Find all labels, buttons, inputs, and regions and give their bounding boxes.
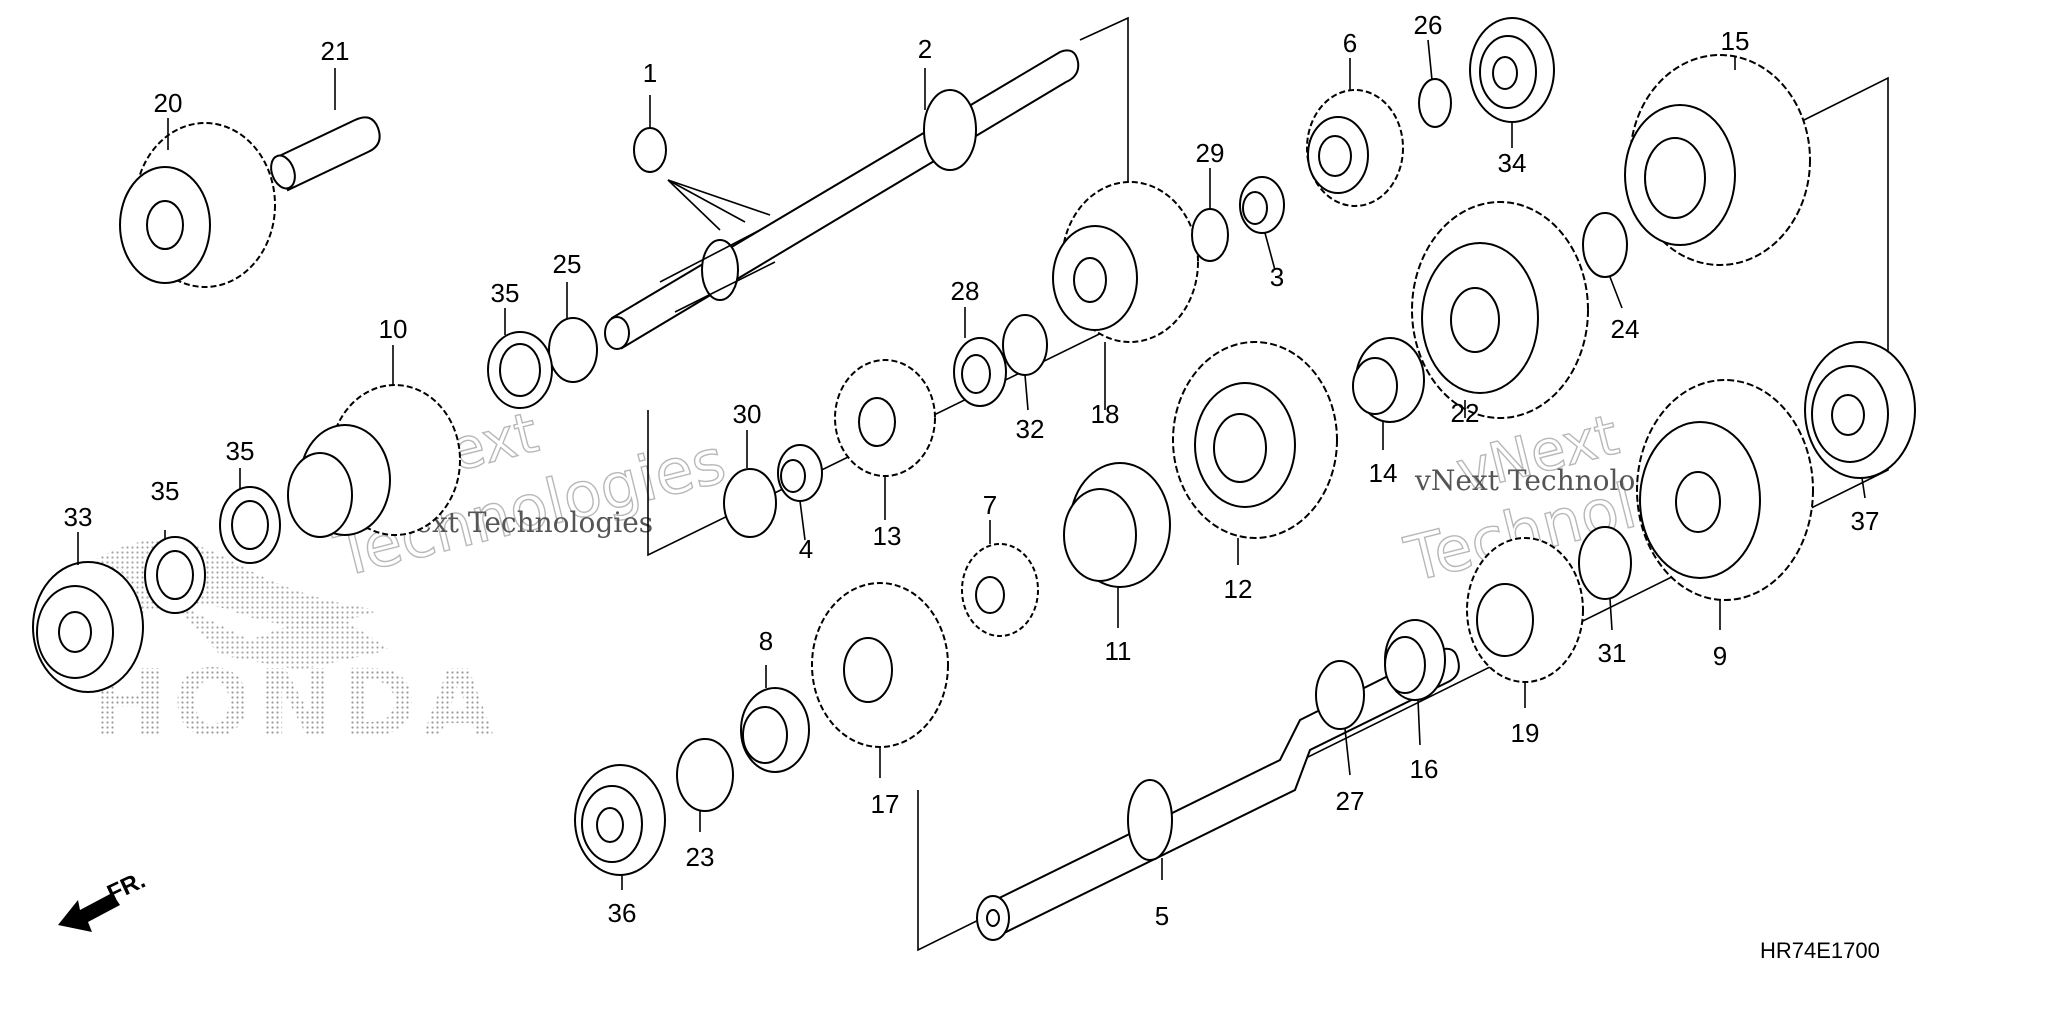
part-14-bush	[1352, 337, 1425, 423]
part-13-gear	[834, 359, 936, 477]
callout-17: 17	[871, 789, 900, 819]
callout-28: 28	[951, 276, 980, 306]
part-16-bush	[1384, 619, 1446, 701]
part-1-ring	[633, 127, 667, 173]
callout-24: 24	[1611, 314, 1640, 344]
callout-32: 32	[1016, 414, 1045, 444]
part-23-washer	[676, 738, 734, 812]
part-27-ring	[1315, 660, 1365, 730]
countershaft-group-outline	[917, 76, 1889, 952]
callout-5: 5	[1155, 901, 1169, 931]
part-35-bearing-c	[144, 536, 206, 614]
leader-lines	[77, 39, 1866, 890]
part-36-bearing	[574, 764, 666, 876]
callout-36: 36	[608, 898, 637, 928]
part-28-collar	[953, 337, 1007, 407]
callout-35a: 35	[491, 278, 520, 308]
part-8-bearing	[740, 687, 810, 773]
callout-35b: 35	[226, 436, 255, 466]
part-7-gear	[961, 543, 1039, 637]
callout-33: 33	[64, 502, 93, 532]
part-18-gear	[1052, 181, 1199, 343]
callout-11: 11	[1105, 636, 1132, 666]
part-12-gear	[1172, 341, 1338, 539]
callout-7: 7	[983, 490, 997, 520]
callout-8: 8	[759, 626, 773, 656]
part-10-gear	[287, 384, 461, 538]
front-direction-indicator: FR.	[58, 867, 150, 932]
callout-labels: 1 2 3 4 5 6 7 8 9 10 11 12 13 14 15 16 1…	[64, 10, 1880, 931]
part-35-bearing-a	[487, 331, 553, 409]
part-4-collar	[777, 444, 823, 502]
diagram-code: HR74E1700	[1760, 938, 1880, 963]
part-32-clip	[1002, 314, 1048, 376]
callout-4: 4	[799, 534, 813, 564]
callout-26: 26	[1414, 10, 1443, 40]
part-3-bush	[1239, 176, 1285, 234]
part-6-gear	[1306, 89, 1404, 207]
part-35-bearing-b	[219, 486, 281, 564]
callout-27: 27	[1336, 786, 1365, 816]
callout-37: 37	[1851, 506, 1880, 536]
callout-14: 14	[1369, 458, 1398, 488]
part-19-gear	[1466, 537, 1584, 683]
callout-2: 2	[918, 34, 932, 64]
part-22-gear	[1411, 201, 1589, 419]
callout-21: 21	[321, 36, 350, 66]
callout-9: 9	[1713, 641, 1727, 671]
part-9-gear	[1636, 379, 1814, 601]
callout-22: 22	[1451, 398, 1480, 428]
part-30-washer	[723, 468, 777, 538]
callout-16: 16	[1410, 754, 1439, 784]
part-2-mainshaft	[604, 49, 1080, 350]
callout-34: 34	[1498, 148, 1527, 178]
callout-19: 19	[1511, 718, 1540, 748]
callout-20: 20	[154, 88, 183, 118]
part-11-hub	[1063, 462, 1171, 588]
part-24-washer	[1582, 212, 1628, 278]
callout-12: 12	[1224, 574, 1253, 604]
front-arrow-icon	[58, 893, 120, 932]
callout-1: 1	[643, 58, 657, 88]
callout-30: 30	[733, 399, 762, 429]
callout-10: 10	[379, 314, 408, 344]
part-20-gear	[119, 122, 276, 288]
part-26-ring	[1418, 78, 1452, 128]
callout-13: 13	[873, 521, 902, 551]
part-37-bearing	[1804, 341, 1916, 479]
part-25-washer	[548, 317, 598, 383]
callout-29: 29	[1196, 138, 1225, 168]
part-31-washer	[1578, 526, 1632, 600]
part-34-bearing	[1469, 17, 1555, 123]
part-15-gear	[1624, 54, 1811, 266]
callout-31: 31	[1598, 638, 1627, 668]
part-5-countershaft	[976, 647, 1460, 941]
part-29-washer	[1191, 208, 1229, 262]
honda-watermark-text: HONDA	[90, 650, 500, 757]
callout-35c: 35	[151, 476, 180, 506]
part-21-pin	[270, 116, 381, 192]
callout-18: 18	[1091, 399, 1120, 429]
part-33-bearing	[32, 561, 144, 693]
callout-15: 15	[1721, 26, 1750, 56]
callout-6: 6	[1343, 28, 1357, 58]
part-17-gear	[811, 582, 949, 748]
callout-3: 3	[1270, 262, 1284, 292]
callout-23: 23	[686, 842, 715, 872]
callout-25: 25	[553, 249, 582, 279]
